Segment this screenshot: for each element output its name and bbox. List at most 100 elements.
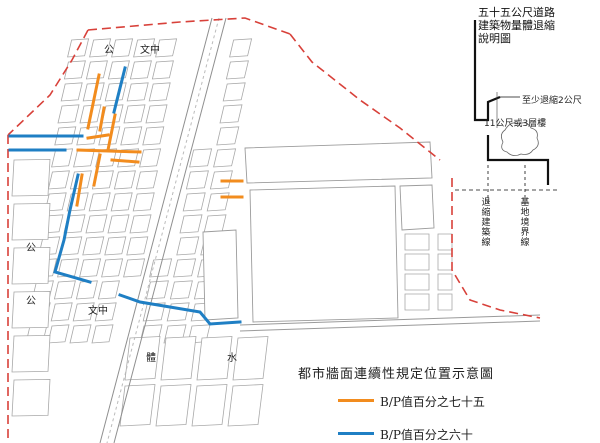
city-block [166,302,190,322]
city-block [437,273,453,291]
city-block [85,60,108,80]
legend-item-bp60: B/P值百分之六十 [338,426,538,442]
section-diagram [455,20,560,205]
city-block [129,60,152,80]
legend-title: 都市牆面連續性規定位置示意圖 [298,367,495,382]
city-block [404,293,430,311]
city-block [219,104,243,124]
city-block [213,148,237,168]
city-block [88,192,111,212]
city-block [176,236,200,256]
city-block [104,82,127,102]
city-block [173,258,197,278]
city-block [119,384,156,427]
city-block [120,126,143,146]
city-block [151,60,174,80]
city-block [47,170,70,190]
city-block [132,192,155,212]
city-block [60,82,83,102]
city-block [203,214,227,234]
city-block [53,280,76,300]
city-block [145,104,168,124]
city-block [189,148,213,168]
city-block [129,214,152,234]
city-block [63,60,86,80]
city-block [179,214,203,234]
city-block [123,104,146,124]
city-block [155,38,178,58]
city-block [69,324,92,344]
city-block [111,38,134,58]
city-block [11,246,51,285]
park-label-mid: 公 [26,243,36,254]
legend-label: B/P值百分之六十 [380,428,473,442]
city-block [97,280,120,300]
school-label-bottom: 文中 [88,306,108,317]
height-note-label: 11公尺或3層樓 [484,119,547,129]
legend-label: B/P值百分之七十五 [380,395,485,409]
city-block [91,324,114,344]
city-block [107,60,130,80]
city-block [404,253,430,271]
city-block [57,104,80,124]
city-block [85,214,108,234]
park-label-top: 公 [104,45,114,56]
city-block [11,290,51,329]
water-label: 水 [227,353,237,364]
city-block [437,253,453,271]
city-block [135,170,158,190]
city-block [126,82,149,102]
city-block [11,378,51,417]
section-title-line: 說明圖 [478,32,511,45]
city-block [82,236,105,256]
city-block [76,126,99,146]
city-block [229,38,253,58]
city-block [216,126,240,146]
city-block [404,273,430,291]
city-block [145,280,169,300]
city-block [95,148,118,168]
city-block [196,336,233,381]
city-block [182,192,206,212]
city-block [101,258,124,278]
city-block [142,126,165,146]
setback-line-label: 退縮建築線 [481,198,491,248]
city-blocks [11,38,453,427]
city-block [94,302,117,322]
city-block [57,258,80,278]
city-block [11,202,51,241]
district-boundary [7,17,541,443]
city-block [404,233,430,251]
setback-min-label: 至少退縮2公尺 [522,96,582,106]
section-title-line: 五十五公尺道路 [478,6,555,19]
city-block [169,280,193,300]
city-block [155,384,192,427]
city-block [72,302,95,322]
city-block [104,236,127,256]
city-block [50,302,73,322]
city-block [89,38,112,58]
east-road [239,314,541,332]
section-title: 五十五公尺道路 建築物量體退縮 說明圖 [478,6,555,45]
base-line-label: 基地境界線 [520,198,530,248]
large-plots [202,141,435,323]
city-block [11,334,51,373]
city-block [107,214,130,234]
city-block [142,302,166,322]
school-label-top: 文中 [140,45,160,56]
city-block [437,233,453,251]
city-block [160,336,197,381]
city-block [232,336,269,381]
sports-label: 體 [146,353,156,364]
main-boulevard [99,17,227,443]
city-block [75,280,98,300]
city-block [222,82,246,102]
city-block [191,384,228,427]
section-title-line: 建築物量體退縮 [478,19,555,32]
city-block [126,236,149,256]
city-block [79,258,102,278]
city-block [123,258,146,278]
bp60-lines [8,66,242,326]
